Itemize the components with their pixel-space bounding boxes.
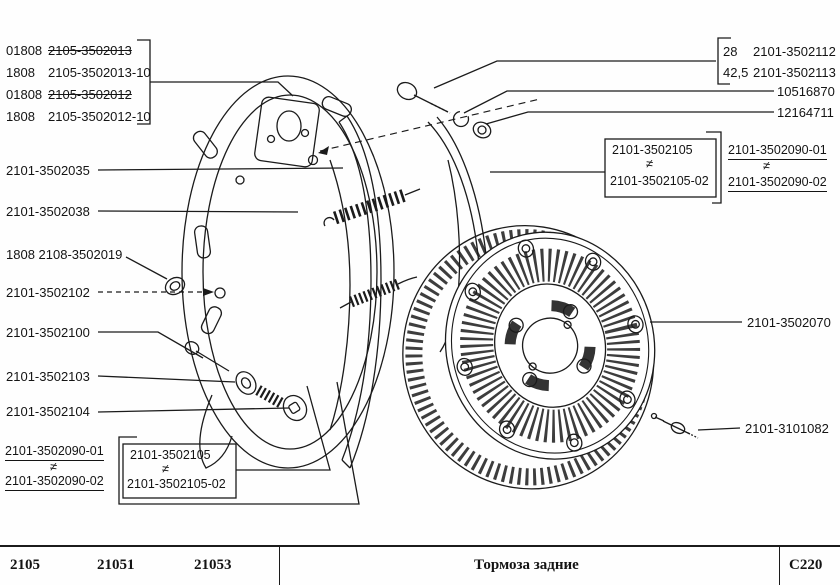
leader-3502035 — [97, 167, 344, 171]
leader-3502103 — [97, 375, 236, 383]
leader-bottom-box — [236, 385, 331, 471]
front-shoe — [346, 115, 382, 469]
lock-washer — [452, 110, 470, 128]
part-label-3502090-01: 2101-3502090-01 — [5, 444, 104, 461]
part-label-12164711: 12164711 — [777, 105, 834, 120]
part-number: 2101-3502113 — [753, 65, 836, 80]
leader-3502019 — [125, 256, 168, 280]
part-number: 2101-3502112 — [753, 44, 836, 59]
part-label-3502103: 2101-3502103 — [6, 369, 90, 384]
footer-section-title: Тормоза задние — [474, 557, 579, 573]
part-number: 2105-3502013-10 — [48, 65, 151, 80]
part-number: 2105-3502012-10 — [48, 109, 151, 124]
part-label-3502035: 2101-3502035 — [6, 163, 90, 178]
footer-model-21051: 21051 — [97, 557, 135, 573]
part-label-3502105: 2101-3502105 — [130, 448, 211, 462]
part-label-3502105: 2101-3502105 — [612, 143, 693, 157]
qty: 01808 — [6, 43, 43, 58]
bleeder-valve — [650, 412, 699, 439]
top-left-part-group: 01808 2105-3502013 1808 2105-3502013-10 … — [6, 40, 151, 128]
part-label-3502090-02: 2101-3502090-02 — [728, 175, 827, 192]
backing-plate — [181, 75, 395, 469]
wheel-cylinder-parts — [184, 341, 308, 422]
leader-3502100 — [98, 331, 204, 359]
leader-3502104 — [97, 407, 290, 413]
box-right-mid — [604, 138, 717, 198]
drum-fin-band — [460, 248, 641, 443]
bracket-right-mid — [706, 131, 722, 204]
leader-bottom-bracket — [118, 381, 360, 505]
part-row: 1808 2105-3502012-10 — [6, 106, 151, 128]
footer-bar: 2105 21051 21053 Тормоза задние С220 — [0, 545, 840, 585]
part-label-3502102: 2101-3502102 — [6, 285, 90, 300]
part-label-3502019: 1808 2108-3502019 — [6, 247, 123, 262]
qty: 28 — [723, 44, 738, 59]
part-row: 42,5 2101-3502113 — [723, 62, 836, 83]
part-row: 01808 2105-3502012 — [6, 84, 151, 106]
bolt-hole — [307, 154, 319, 166]
part-label-3101082: 2101-3101082 — [745, 421, 829, 436]
qty: 1808 — [6, 65, 35, 80]
qty: 42,5 — [723, 65, 749, 80]
brake-drum — [402, 225, 656, 490]
part-label-3502105-02: 2101-3502105-02 — [610, 174, 709, 188]
assembly-axis-line — [319, 98, 541, 152]
cup-washer — [235, 371, 257, 395]
hub-center-hole — [521, 317, 579, 374]
fasteners-top — [396, 81, 492, 139]
bracket-top-left — [137, 39, 151, 125]
leader-lines — [97, 60, 774, 505]
return-springs — [323, 188, 421, 309]
lower-return-spring — [349, 278, 400, 308]
box-bottom-left — [122, 443, 237, 499]
bracket-top-right — [717, 37, 731, 85]
part-row: 28 2101-3502112 — [723, 41, 836, 62]
footer-divider — [779, 545, 780, 585]
footer-divider — [279, 545, 280, 585]
piston-cap — [282, 394, 308, 422]
leader-10516870 — [463, 90, 774, 114]
part-row: 01808 2105-3502013 — [6, 40, 151, 62]
leader-3101082 — [697, 427, 741, 431]
leader-3502038 — [97, 210, 299, 213]
part-label-3502070: 2101-3502070 — [747, 315, 831, 330]
bolt-head — [396, 81, 418, 101]
part-label-3502090-02: 2101-3502090-02 — [5, 474, 104, 491]
footer-page-code: С220 — [789, 557, 823, 573]
callout-brackets — [122, 37, 731, 499]
holddown-pin-hole — [214, 287, 226, 299]
piston-spring — [255, 385, 284, 408]
inspection-plug — [164, 276, 186, 296]
qty: 1808 — [6, 109, 35, 124]
footer-model-2105: 2105 — [10, 557, 40, 573]
nut — [472, 121, 492, 139]
part-row: 1808 2105-3502013-10 — [6, 62, 151, 84]
part-label-3502090-01: 2101-3502090-01 — [728, 143, 827, 160]
brake-assembly-drawing — [97, 37, 774, 505]
leader-3502112-113 — [433, 60, 716, 89]
qty: 01808 — [6, 87, 43, 102]
pin-shaft — [195, 350, 230, 372]
bolt-threads — [430, 102, 451, 114]
axis-arrowhead — [318, 146, 329, 155]
part-label-3502038: 2101-3502038 — [6, 204, 90, 219]
part-label-10516870: 10516870 — [777, 84, 835, 99]
footer-model-21053: 21053 — [194, 557, 232, 573]
part-number-obsolete: 2105-3502013 — [48, 43, 132, 58]
top-right-part-group: 28 2101-3502112 42,5 2101-3502113 — [723, 41, 836, 83]
leader-top-left-group — [150, 81, 294, 97]
upper-return-spring — [332, 188, 408, 225]
part-label-3502105-02: 2101-3502105-02 — [127, 477, 226, 491]
leader-12164711 — [485, 111, 774, 125]
part-label-3502104: 2101-3502104 — [6, 404, 90, 419]
part-number-obsolete: 2105-3502012 — [48, 87, 132, 102]
part-label-3502100: 2101-3502100 — [6, 325, 90, 340]
